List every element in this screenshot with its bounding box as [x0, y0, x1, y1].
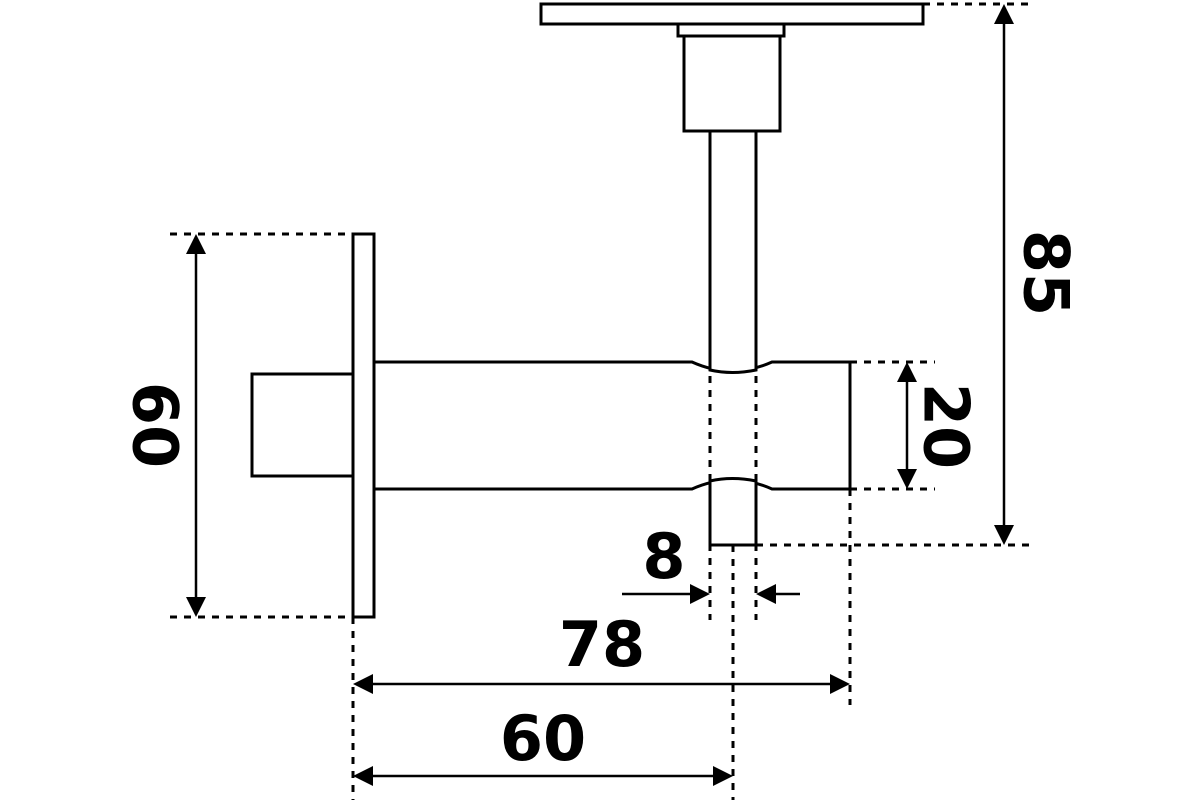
dim-flange-height — [186, 234, 206, 617]
top-sleeve — [682, 34, 782, 133]
arrow-down — [994, 525, 1014, 545]
arrow-up — [994, 4, 1014, 24]
dim-rod-offset — [353, 766, 733, 786]
arrow-right — [690, 584, 710, 604]
arrow-left — [756, 584, 776, 604]
dimension-lines — [186, 4, 1014, 786]
bracket-part — [250, 2, 925, 619]
arrow-left — [353, 674, 373, 694]
dim-total-length — [353, 674, 850, 694]
horizontal-bar — [372, 360, 852, 491]
wall-stub — [250, 372, 355, 478]
arrow-down — [897, 469, 917, 489]
dim-total-height — [994, 4, 1014, 545]
label-rod-diameter: 8 — [642, 520, 685, 593]
arrow-up — [897, 362, 917, 382]
label-total-length: 78 — [559, 608, 645, 681]
label-bar-diameter: 20 — [910, 383, 983, 469]
arrow-down — [186, 597, 206, 617]
label-total-height: 85 — [1010, 230, 1083, 316]
label-rod-offset: 60 — [500, 702, 586, 775]
label-flange-height: 60 — [119, 382, 192, 468]
arrow-up — [186, 234, 206, 254]
top-collar — [676, 22, 786, 38]
vertical-rod-lower — [708, 477, 758, 547]
vertical-rod-upper — [708, 129, 758, 374]
arrow-right — [713, 766, 733, 786]
arrow-left — [353, 766, 373, 786]
dim-rod-diameter — [622, 584, 800, 604]
dimension-labels: 60 85 20 8 78 60 — [119, 230, 1083, 775]
extension-lines — [170, 2, 1035, 800]
wall-flange — [351, 232, 376, 619]
arrow-right — [830, 674, 850, 694]
top-mounting-plate — [539, 2, 925, 26]
dim-bar-diameter — [897, 362, 917, 489]
